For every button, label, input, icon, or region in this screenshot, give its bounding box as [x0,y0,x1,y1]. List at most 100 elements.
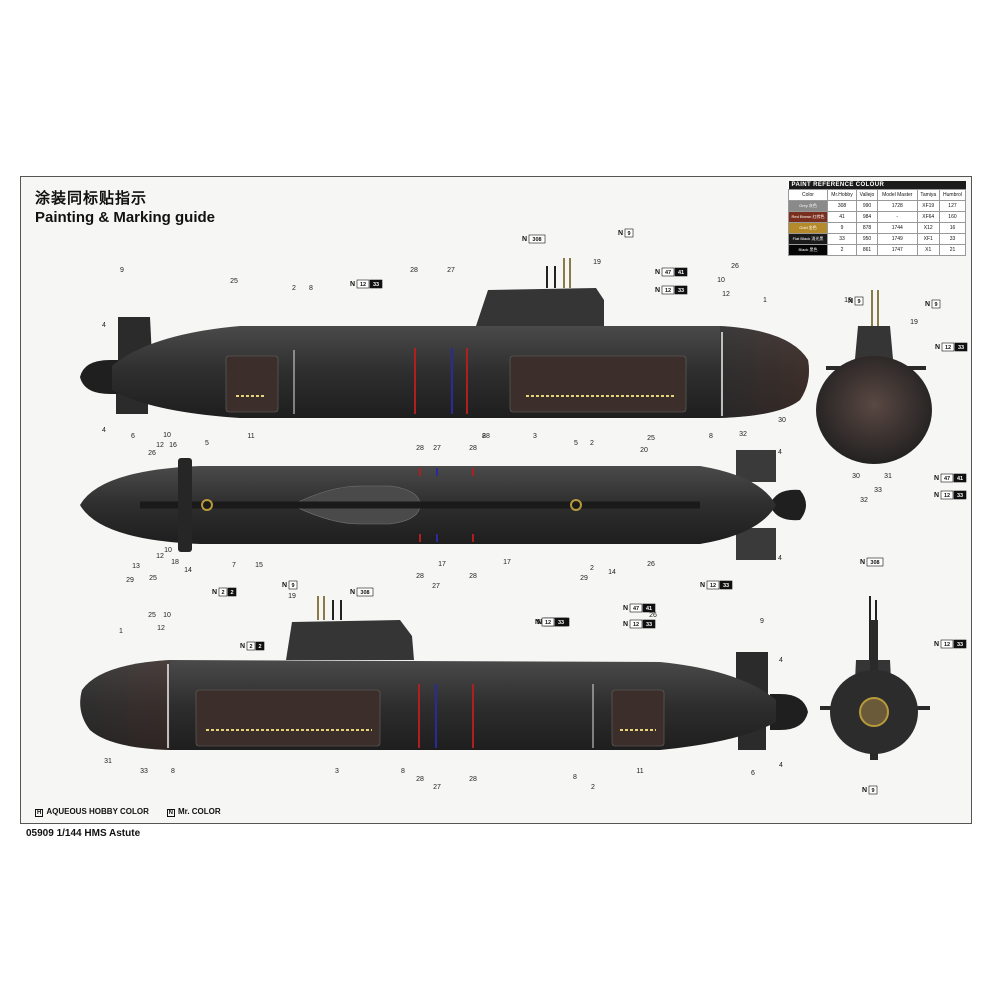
callout-number: 2 [292,285,296,292]
callout-number: 27 [433,784,441,791]
badge-code: 9 [291,583,294,589]
callout-number: 2 [591,784,595,791]
mr-color-mark: N [166,809,175,817]
badge-box [954,342,968,352]
badge-prefix: N [935,344,940,351]
callout-number: 8 [709,433,713,440]
badge-code: 12 [710,583,716,589]
callout-number: 27 [433,445,441,452]
callout-number: 8 [482,433,486,440]
callout-number: 14 [608,569,616,576]
badge-code: 33 [958,345,964,351]
callout-number: 28 [469,445,477,452]
callout-number: 25 [230,278,238,285]
badge-code: 12 [944,493,950,499]
callout-number: 30 [778,417,786,424]
badge-box [953,490,967,500]
badge-code: 41 [678,270,684,276]
callout-number: 16 [169,442,177,449]
hobby-color-mark: H [35,809,44,817]
callout-number: 28 [469,776,477,783]
callout-number: 4 [778,449,782,456]
badge-prefix: N [934,641,939,648]
badge-prefix: N [522,236,527,243]
badge-box [642,603,656,613]
callout-number: 32 [860,497,868,504]
badge-box [356,587,374,597]
callout-number: 32 [739,431,747,438]
badge-box [674,285,688,295]
badge-prefix: N [860,559,865,566]
badge-box [941,342,955,352]
badge-box [629,619,643,629]
badge-code: 308 [870,560,879,566]
badge-prefix: N [623,605,628,612]
callout-number: 25 [149,575,157,582]
badge-code: 12 [665,288,671,294]
callout-number: 12 [156,442,164,449]
badge-prefix: N [623,621,628,628]
callout-number: 5 [205,440,209,447]
badge-box [356,279,370,289]
callout-number: 28 [416,445,424,452]
badge-box [246,641,256,651]
callout-number: 29 [580,575,588,582]
callout-number: 9 [120,267,124,274]
callout-number: 25 [647,435,655,442]
badge-code: 2 [249,644,252,650]
callout-number: 25 [148,612,156,619]
callout-number: 19 [593,259,601,266]
badge-prefix: N [618,230,623,237]
callout-number: 10 [164,547,172,554]
callout-number: 28 [416,776,424,783]
callout-number: 2 [590,565,594,572]
badge-box [218,587,228,597]
badge-prefix: N [934,492,939,499]
callout-number: 19 [288,593,296,600]
badge-box [661,285,675,295]
badge-box [706,580,720,590]
badge-prefix: N [655,269,660,276]
badge-prefix: N [240,643,245,650]
callout-number: 6 [131,433,135,440]
badge-code: 9 [627,231,630,237]
paint-cell-tamiya: X1 [916,244,940,256]
badge-box [931,299,941,309]
badge-box [866,557,884,567]
badge-box [227,587,237,597]
badge-box [369,279,383,289]
callout-number: 18 [171,559,179,566]
badge-prefix: N [350,281,355,288]
paint-cell-vallejo: 861 [856,244,878,256]
callout-number: 12 [157,625,165,632]
badge-box [624,228,634,238]
badge-code: 33 [373,282,379,288]
callout-number: 17 [438,561,446,568]
callout-number: 5 [574,440,578,447]
callout-number: 26 [649,612,657,619]
front-view [816,290,932,464]
rear-view [820,596,930,760]
badge-code: 2 [258,644,261,650]
callout-number: 19 [844,297,852,304]
callout-number: 10 [163,612,171,619]
badge-code: 308 [532,237,541,243]
callout-number: 11 [247,433,254,440]
callout-number: 1 [763,297,767,304]
badge-code: 2 [230,590,233,596]
badge-prefix: N [535,619,540,626]
paint-cell-humbrol: 21 [938,244,967,256]
